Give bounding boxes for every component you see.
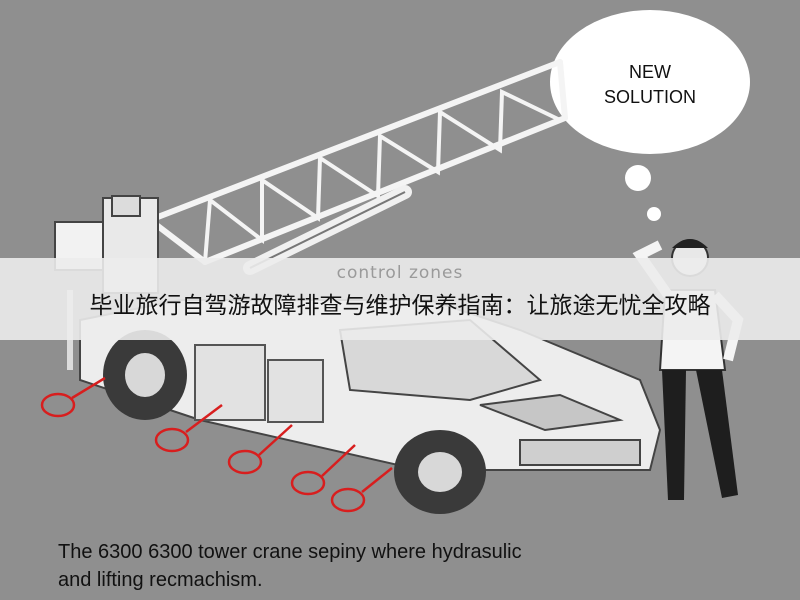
caption-line-2: and lifting recmachism. <box>58 569 263 591</box>
thought-bubble-line-2: SOLUTION <box>603 87 696 107</box>
title-banner <box>0 258 800 340</box>
caption-line-1: The 6300 6300 tower crane sepiny where h… <box>58 541 522 563</box>
truck-wheels <box>103 330 486 514</box>
thought-bubble-line-1: NEW <box>629 62 671 82</box>
image-caption: The 6300 6300 tower crane sepiny where h… <box>58 538 778 594</box>
truck-body <box>79 299 662 471</box>
crane-boom <box>147 59 568 265</box>
banner-watermark: control zones <box>336 263 464 283</box>
thought-bubble-text: NEW SOLUTION <box>560 60 740 110</box>
thought-bubble <box>550 10 750 221</box>
hydraulic-cylinder <box>243 185 412 275</box>
banner-title: 毕业旅行自驾游故障排查与维护保养指南：让旅途无忧全攻略 <box>89 293 711 319</box>
red-callouts <box>40 376 393 513</box>
